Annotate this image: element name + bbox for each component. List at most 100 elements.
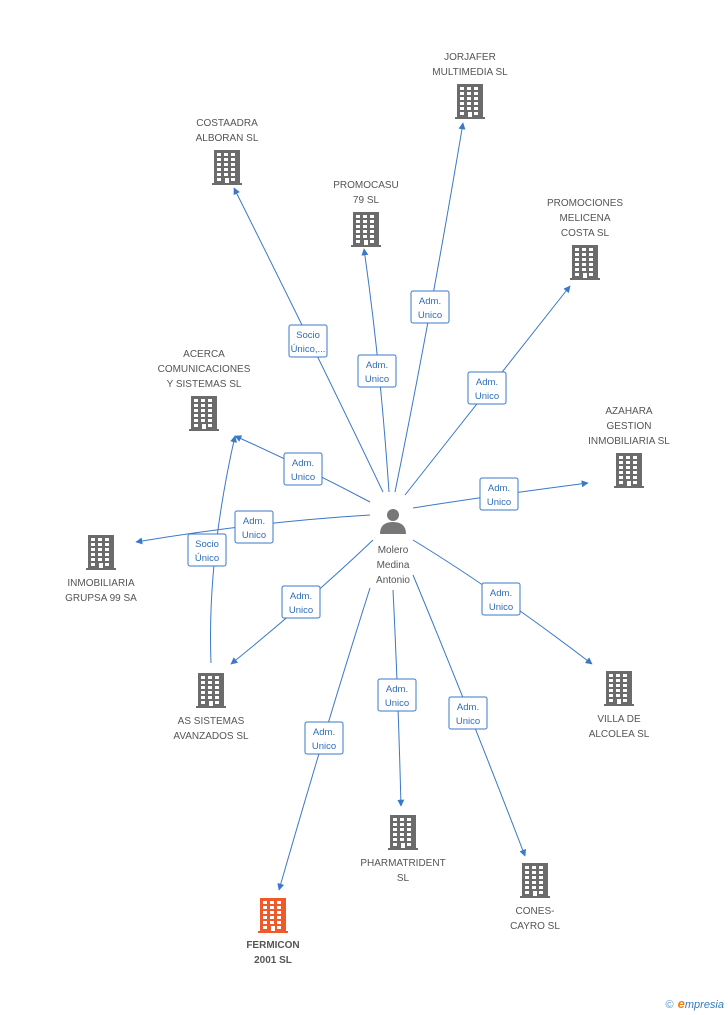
edge-label-jorjafer[interactable]: Adm.Unico [410, 290, 450, 324]
label-line: AVANZADOS SL [173, 731, 249, 742]
edge-label-promociones-melicena[interactable]: Adm.Unico [467, 371, 507, 405]
edge-label-fermicon[interactable]: Adm.Unico [304, 721, 344, 755]
building-window [589, 248, 593, 251]
building-window [217, 168, 221, 171]
edge-label-azahara[interactable]: Adm.Unico [479, 477, 519, 511]
building-window [98, 553, 102, 556]
company-fermicon-building-icon[interactable] [258, 898, 288, 933]
edge-label-box [283, 452, 323, 486]
building-window [474, 97, 478, 100]
company-villa-alcolea-name: VILLA DE ALCOLEA SL [589, 714, 650, 740]
edge-label-text: Adm.Unico [365, 360, 389, 385]
label-line: JORJAFER [444, 52, 496, 63]
company-pharmatrident-building-icon[interactable] [388, 815, 418, 850]
building-window [407, 838, 411, 841]
building-window [98, 558, 102, 561]
building-window [609, 689, 613, 692]
edge-label-line: Socio [195, 539, 219, 550]
building-window [356, 225, 360, 228]
building-window [270, 921, 274, 924]
building-window [201, 681, 205, 684]
edge-label-box [410, 290, 450, 324]
building-window [633, 466, 637, 469]
label-line: AZAHARA [605, 406, 653, 417]
label-line: CONES- [516, 906, 555, 917]
label-line: MULTIMEDIA SL [432, 67, 508, 78]
building-window [589, 268, 593, 271]
company-cones-cayro-building-icon[interactable] [520, 863, 550, 898]
company-promocasu-building-icon[interactable] [351, 212, 381, 247]
building-window [582, 263, 586, 266]
building-window [460, 102, 464, 105]
building-window [525, 886, 529, 889]
building-window [616, 679, 620, 682]
building-window [616, 674, 620, 677]
edge-label-acerca[interactable]: Adm.Unico [283, 452, 323, 486]
label-line: GRUPSA 99 SA [65, 593, 137, 604]
building-window [215, 701, 219, 704]
building-window [532, 886, 536, 889]
building-window [224, 173, 228, 176]
empresia-logo[interactable]: empresia [678, 996, 724, 1011]
label-line: FERMICON [246, 940, 299, 951]
building-window [532, 881, 536, 884]
building-window [407, 818, 411, 821]
edge-label-line: Unico [489, 602, 513, 613]
company-grupsa-building-icon[interactable] [86, 535, 116, 570]
company-costaadra-building-icon[interactable] [212, 150, 242, 185]
building-window [619, 476, 623, 479]
building-window [633, 471, 637, 474]
building-window [217, 173, 221, 176]
edge-label-as-sistemas[interactable]: Adm.Unico [281, 585, 321, 619]
building-window [194, 399, 198, 402]
building-window [363, 225, 367, 228]
person-icon[interactable] [380, 509, 406, 534]
edge-label-line: Unico [289, 605, 313, 616]
building-window [231, 178, 235, 181]
edge-label-promocasu[interactable]: Adm.Unico [357, 354, 397, 388]
building-window [277, 901, 281, 904]
building-window [474, 102, 478, 105]
label-line: SL [397, 873, 410, 884]
edge-label-box [288, 324, 328, 358]
building-window [616, 689, 620, 692]
company-acerca-building-icon[interactable] [189, 396, 219, 431]
building-window [98, 543, 102, 546]
company-as-sistemas-building-icon[interactable] [196, 673, 226, 708]
edge-label-pharmatrident[interactable]: Adm.Unico [377, 678, 417, 712]
building-base [212, 183, 242, 185]
edge-label-line: Socio [296, 330, 320, 341]
building-window [194, 409, 198, 412]
edge-label-cones-cayro[interactable]: Adm.Unico [448, 696, 488, 730]
building-window [460, 112, 464, 115]
building-window [277, 906, 281, 909]
building-window [370, 235, 374, 238]
building-window [575, 258, 579, 261]
edge-label-line: Unico [242, 530, 266, 541]
brand-rest: mpresia [684, 999, 724, 1011]
building-window [263, 921, 267, 924]
edge-label-line: Unico [418, 310, 442, 321]
company-promociones-melicena-building-icon[interactable] [570, 245, 600, 280]
edge-label-villa-alcolea[interactable]: Adm.Unico [481, 582, 521, 616]
label-line: ALCOLEA SL [589, 729, 650, 740]
building-window [105, 548, 109, 551]
building-door [627, 481, 631, 487]
building-base [520, 896, 550, 898]
building-window [393, 823, 397, 826]
building-window [356, 240, 360, 243]
company-azahara-building-icon[interactable] [614, 453, 644, 488]
building-window [582, 268, 586, 271]
building-base [388, 848, 418, 850]
building-window [589, 263, 593, 266]
company-jorjafer-building-icon[interactable] [455, 84, 485, 119]
label-line: VILLA DE [597, 714, 641, 725]
building-window [623, 699, 627, 702]
edge-label-grupsa[interactable]: Adm.Unico [234, 510, 274, 544]
company-villa-alcolea-building-icon[interactable] [604, 671, 634, 706]
